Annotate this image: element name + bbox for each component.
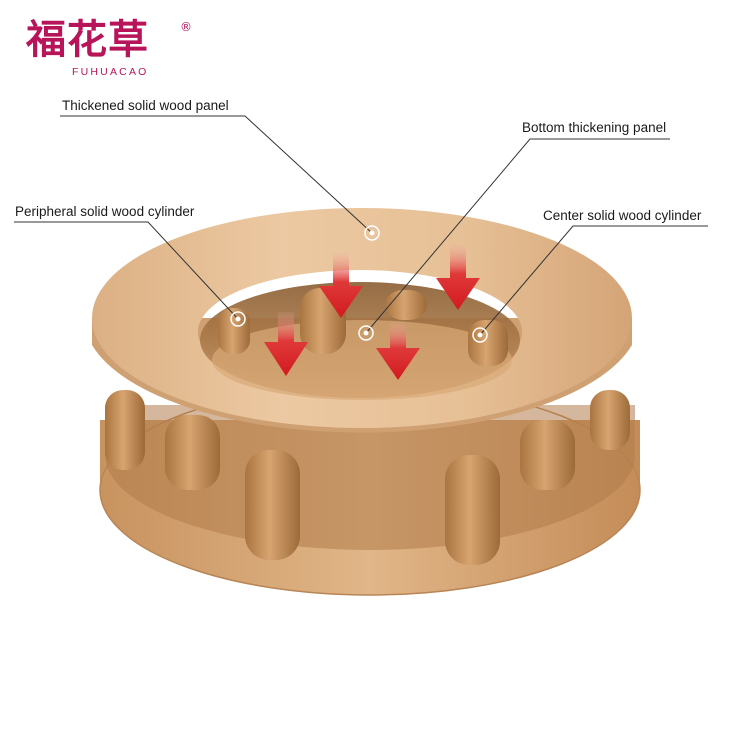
target-marker [472, 327, 488, 343]
leader-line-bottom-panel [365, 138, 670, 334]
cylinder [105, 390, 145, 470]
label-bottom-thickening-panel: Bottom thickening panel [522, 120, 667, 135]
cylinder [385, 290, 427, 320]
arrow [376, 322, 420, 380]
cylinder [520, 420, 575, 490]
cylinder [165, 415, 220, 490]
cavity-shadow [105, 405, 635, 550]
pressure-arrows [264, 244, 480, 380]
leader-line-peripheral-cylinder [14, 221, 239, 320]
leader-line-center-cylinder [479, 225, 708, 336]
label-peripheral-solid-wood-cylinder: Peripheral solid wood cylinder [15, 204, 195, 219]
brand-logo: 福花草 [26, 17, 149, 63]
target-marker [230, 311, 246, 327]
registered-mark: ® [180, 20, 192, 34]
cylinder [468, 320, 508, 366]
arrow [264, 312, 308, 376]
arrow [436, 244, 480, 310]
cylinder [445, 455, 500, 565]
leader-line-thickened-panel [60, 115, 373, 234]
cylinder [218, 308, 250, 354]
label-center-solid-wood-cylinder: Center solid wood cylinder [543, 208, 702, 223]
cylinder [245, 450, 300, 560]
target-marker [364, 225, 380, 241]
target-marker [358, 325, 374, 341]
inner-floor-highlight [212, 320, 512, 400]
brand-logo-latin: FUHUACAO [72, 66, 149, 78]
center-cylinders [218, 288, 508, 366]
arrow [319, 252, 363, 318]
label-thickened-solid-wood-panel: Thickened solid wood panel [62, 98, 229, 113]
target-markers [230, 225, 488, 343]
cylinder [590, 390, 630, 450]
leader-lines [14, 115, 708, 336]
peripheral-cylinders [105, 390, 630, 565]
